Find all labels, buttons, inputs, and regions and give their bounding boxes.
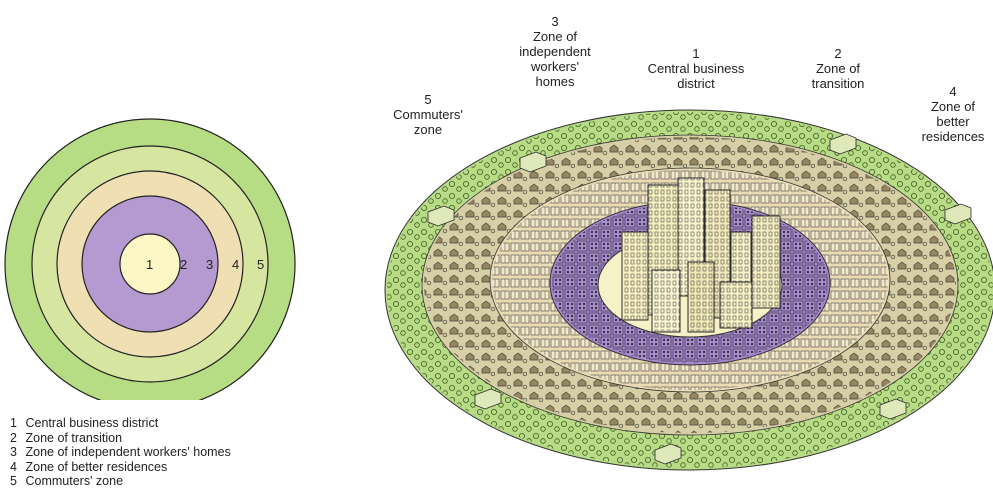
label-zone-2-line2: transition	[790, 76, 886, 91]
label-zone-3-line2: independent	[497, 44, 613, 59]
label-zone-3-line1: Zone of	[497, 29, 613, 44]
label-zone-5-line1: Commuters'	[380, 107, 476, 122]
label-zone-2-number: 2	[790, 46, 886, 61]
label-zone-4-number: 4	[913, 84, 993, 99]
label-zone-3-line3: workers'	[497, 59, 613, 74]
label-zone-3-line4: homes	[497, 74, 613, 89]
label-zone-1-line2: district	[626, 76, 766, 91]
label-zone-4-line2: better	[913, 114, 993, 129]
label-zone-5: 5 Commuters' zone	[380, 92, 476, 137]
label-zone-1: 1 Central business district	[626, 46, 766, 91]
label-zone-1-line1: Central business	[626, 61, 766, 76]
label-zone-2: 2 Zone of transition	[790, 46, 886, 91]
label-zone-4-line3: residences	[913, 129, 993, 144]
label-zone-2-line1: Zone of	[790, 61, 886, 76]
label-zone-5-line2: zone	[380, 122, 476, 137]
label-zone-5-number: 5	[380, 92, 476, 107]
label-zone-4-line1: Zone of	[913, 99, 993, 114]
label-zone-3-number: 3	[497, 14, 613, 29]
label-zone-3: 3 Zone of independent workers' homes	[497, 14, 613, 89]
label-zone-4: 4 Zone of better residences	[913, 84, 993, 144]
label-zone-1-number: 1	[626, 46, 766, 61]
